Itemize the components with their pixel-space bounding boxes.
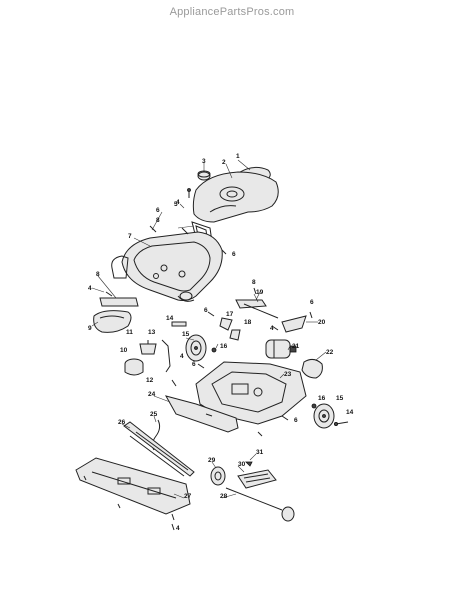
part-pin-14a[interactable] — [171, 321, 187, 327]
callout-2: 2 — [222, 159, 226, 166]
callout-13: 13 — [148, 329, 156, 336]
callout-7: 7 — [128, 233, 132, 240]
callout-1: 1 — [236, 153, 240, 160]
part-screw-16b[interactable] — [311, 403, 317, 409]
callout-6: 6 — [156, 207, 160, 214]
part-knob[interactable] — [197, 170, 211, 181]
part-filter[interactable] — [237, 469, 277, 489]
part-nozzle[interactable] — [164, 395, 239, 433]
part-handle-frame[interactable] — [111, 231, 223, 302]
callout-6: 6 — [294, 417, 298, 424]
callout-30: 30 — [238, 461, 246, 468]
part-bumper[interactable] — [93, 310, 132, 333]
part-bottom-plate[interactable] — [75, 457, 191, 515]
callout-21: 21 — [292, 343, 300, 350]
leader-lines — [91, 159, 327, 499]
part-screw-4a[interactable] — [187, 188, 191, 199]
callout-26: 26 — [118, 419, 126, 426]
callout-22: 22 — [326, 349, 334, 356]
callout-14: 14 — [346, 409, 354, 416]
part-lever[interactable] — [281, 315, 307, 333]
part-wheel-15b[interactable] — [313, 403, 335, 429]
callout-6: 6 — [232, 251, 236, 258]
part-plate[interactable] — [99, 297, 139, 307]
part-valve[interactable] — [139, 340, 157, 355]
callout-12: 12 — [146, 377, 154, 384]
callout-8: 8 — [96, 271, 100, 278]
callout-9: 9 — [88, 325, 92, 332]
callout-6: 6 — [204, 307, 208, 314]
callout-8: 8 — [252, 279, 256, 286]
callout-31: 31 — [256, 449, 264, 456]
part-wheel-15a[interactable] — [185, 334, 207, 362]
part-rail[interactable] — [235, 299, 279, 319]
part-cup[interactable] — [124, 358, 144, 376]
part-motor[interactable] — [265, 339, 297, 359]
callout-25: 25 — [150, 411, 158, 418]
callout-16: 16 — [318, 395, 326, 402]
callout-28: 28 — [220, 493, 228, 500]
callout-15: 15 — [336, 395, 344, 402]
callout-16: 16 — [220, 343, 228, 350]
callout-5: 5 — [174, 201, 178, 208]
part-wheel-29[interactable] — [210, 466, 226, 486]
callout-17: 17 — [226, 311, 234, 318]
part-clip-17[interactable] — [219, 317, 233, 331]
callout-4: 4 — [270, 325, 274, 332]
callout-4: 4 — [176, 525, 180, 532]
callout-3: 3 — [202, 158, 206, 165]
part-clip-31[interactable] — [245, 461, 253, 467]
watermark-text: AppliancePartsPros.com — [169, 6, 295, 18]
callout-4: 4 — [180, 353, 184, 360]
callout-10: 10 — [120, 347, 128, 354]
callout-29: 29 — [208, 457, 216, 464]
callout-4: 4 — [176, 199, 180, 206]
callout-20: 20 — [318, 319, 326, 326]
part-clip-18[interactable] — [229, 329, 241, 341]
callout-14: 14 — [166, 315, 174, 322]
part-screw-16a[interactable] — [211, 347, 217, 353]
callout-23: 23 — [284, 371, 292, 378]
callout-6: 6 — [310, 299, 314, 306]
part-axle[interactable] — [225, 487, 295, 522]
part-hood-cover[interactable] — [192, 171, 279, 223]
part-base[interactable] — [195, 361, 307, 425]
part-rod[interactable] — [161, 339, 171, 373]
callout-6: 6 — [192, 361, 196, 368]
callout-11: 11 — [126, 329, 133, 336]
callout-27: 27 — [184, 493, 192, 500]
part-bolt-14b[interactable] — [333, 421, 349, 426]
callout-18: 18 — [244, 319, 252, 326]
callout-4: 4 — [88, 285, 92, 292]
part-brushroll[interactable] — [123, 421, 195, 477]
callout-24: 24 — [148, 391, 156, 398]
callout-labels: 1 2 3 4 5 6 7 8 6 8 4 9 8 19 6 4 20 14 1… — [88, 153, 354, 532]
callout-19: 19 — [256, 289, 264, 296]
callout-15: 15 — [182, 331, 190, 338]
hardware-screws — [83, 225, 313, 531]
callout-8: 8 — [156, 217, 160, 224]
part-coupler[interactable] — [301, 358, 323, 379]
